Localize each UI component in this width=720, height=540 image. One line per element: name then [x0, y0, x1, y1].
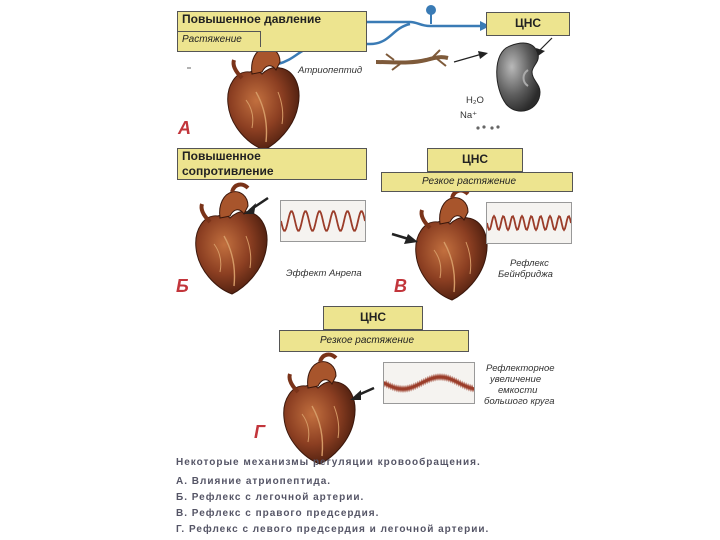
- sharp-stretch-label-g: Резкое растяжение: [320, 335, 415, 346]
- caption-item-g: Г. Рефлекс с левого предсердия и легочно…: [176, 524, 490, 535]
- wave-box-b: [280, 200, 366, 242]
- panel-a: [187, 5, 553, 152]
- waveform-bainbridge: [486, 214, 572, 232]
- panel-letter-v: В: [394, 276, 407, 296]
- panel-letter-g: Г: [254, 422, 266, 442]
- caption-item-a: А. Влияние атриопептида.: [176, 476, 332, 487]
- wave-box-v: [486, 202, 572, 244]
- arrow-to-kidney: [453, 53, 483, 63]
- high-pressure-box: Повышенное давление Растяжение: [177, 11, 367, 52]
- high-resistance-box: Повышенное сопротивление: [177, 148, 367, 180]
- cns-box-a: ЦНС: [486, 12, 570, 36]
- neuron-icon: [375, 49, 449, 71]
- capacity-line1: Рефлекторное: [486, 363, 555, 374]
- sodium-label: Na⁺: [460, 110, 478, 121]
- bainbridge-line2: Бейнбриджа: [498, 269, 553, 280]
- panel-g: [281, 352, 375, 466]
- caption-item-v: В. Рефлекс с правого предсердия.: [176, 508, 380, 519]
- heart-icon: [193, 182, 270, 296]
- water-label: H₂O: [466, 95, 484, 106]
- waveform-capacity: [383, 372, 475, 394]
- waveform-anrep: [280, 210, 366, 232]
- caption-item-b: Б. Рефлекс с легочной артерии.: [176, 492, 365, 503]
- heart-icon: [225, 38, 302, 152]
- stretch-label: Растяжение: [178, 31, 261, 47]
- capacity-line4: большого круга: [484, 396, 555, 407]
- sharp-stretch-box-v: Резкое растяжение: [381, 172, 573, 192]
- capacity-line3: емкости: [498, 385, 538, 396]
- high-resistance-title-2: сопротивление: [182, 164, 274, 178]
- capacity-line2: увеличение: [490, 374, 542, 385]
- high-pressure-title: Повышенное давление: [182, 12, 322, 26]
- anrep-effect-label: Эффект Анрепа: [286, 268, 362, 279]
- panel-letter-a: А: [178, 118, 191, 138]
- kidney-icon: [496, 42, 541, 112]
- high-resistance-title-1: Повышенное: [182, 149, 261, 163]
- arrow-cns-to-kidney: [539, 37, 553, 51]
- panel-v: [391, 188, 490, 302]
- receptor-icon: [426, 5, 436, 24]
- excretion-droplets: [476, 125, 500, 130]
- caption-title: Некоторые механизмы регуляции кровообращ…: [176, 457, 481, 468]
- atriopeptide-label: Атриопептид: [298, 65, 363, 76]
- bainbridge-line1: Рефлекс: [510, 258, 549, 269]
- heart-icon: [281, 352, 358, 466]
- panel-letter-b: Б: [176, 276, 189, 296]
- arrow-icon: [480, 21, 490, 31]
- panel-b: [193, 182, 270, 296]
- cns-box-g: ЦНС: [323, 306, 423, 330]
- wave-box-g: [383, 362, 475, 404]
- cns-box-v: ЦНС: [427, 148, 523, 172]
- heart-icon: [413, 188, 490, 302]
- sharp-stretch-label-v: Резкое растяжение: [422, 176, 517, 187]
- sharp-stretch-box-g: Резкое растяжение: [279, 330, 469, 352]
